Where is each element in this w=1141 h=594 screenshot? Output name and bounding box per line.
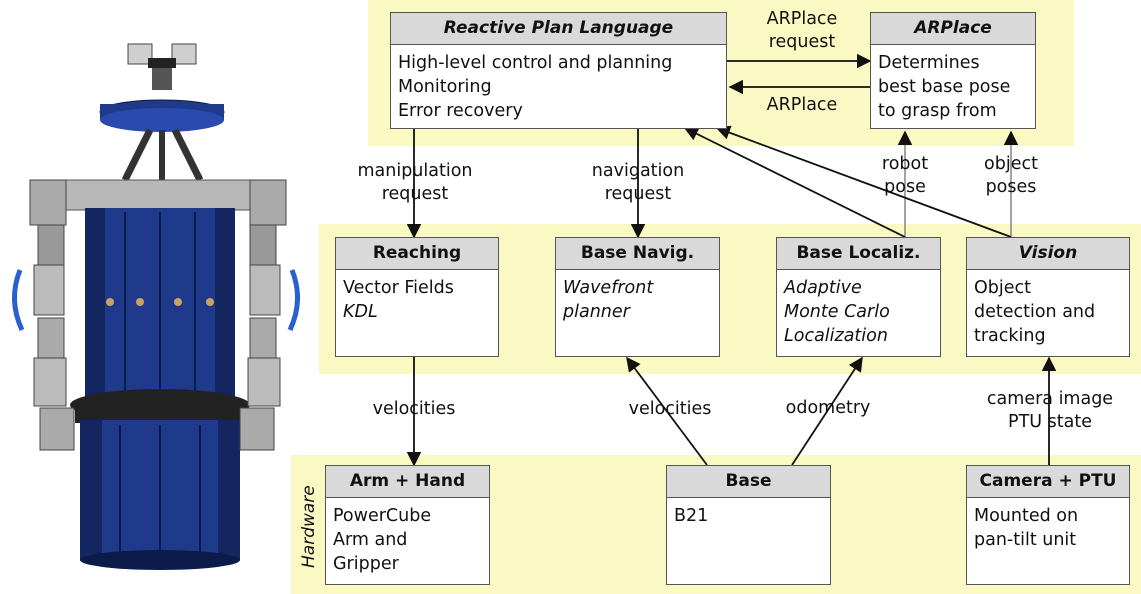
label-navigation-request: navigation request (591, 161, 685, 204)
label-manipulation-request: manipulation request (357, 161, 473, 204)
base-localiz-line: Monte Carlo (784, 302, 890, 322)
reaching-box: Reaching Vector Fields KDL (335, 237, 499, 357)
vision-line: tracking (974, 326, 1046, 346)
camera-ptu-box: Camera + PTU Mounted on pan-tilt unit (966, 465, 1130, 585)
rpl-line: High-level control and planning (398, 53, 673, 73)
arrow-velocities-base (626, 356, 708, 466)
arm-hand-line: Arm and (333, 530, 408, 550)
base-localiz-line: Localization (784, 326, 888, 346)
base-navig-line: planner (563, 302, 630, 322)
rpl-line: Error recovery (398, 101, 523, 121)
label-arplace-request: ARPlace request (766, 9, 838, 52)
arplace-title: ARPlace (871, 13, 1035, 45)
rpl-line: Monitoring (398, 77, 492, 97)
reaching-line: KDL (343, 302, 378, 322)
arplace-line: best base pose (878, 77, 1011, 97)
base-localiz-line: Adaptive (784, 278, 862, 298)
base-title: Base (667, 466, 830, 498)
camera-ptu-title: Camera + PTU (967, 466, 1129, 498)
arm-hand-line: Gripper (333, 554, 399, 574)
base-navig-title: Base Navig. (556, 238, 719, 270)
base-localiz-box: Base Localiz. Adaptive Monte Carlo Local… (776, 237, 941, 357)
vision-line: Object (974, 278, 1031, 298)
base-localiz-title: Base Localiz. (777, 238, 940, 270)
label-velocities-base: velocities (628, 399, 712, 419)
base-line: B21 (674, 506, 709, 526)
vision-box: Vision Object detection and tracking (966, 237, 1130, 357)
label-velocities-arm: velocities (372, 399, 456, 419)
label-camera-image: camera image PTU state (986, 389, 1114, 432)
camera-ptu-line: Mounted on (974, 506, 1079, 526)
arrow-localization-to-rpl (683, 127, 906, 238)
label-odometry: odometry (785, 398, 871, 418)
arrow-vision-to-rpl (715, 125, 1012, 238)
arplace-line: to grasp from (878, 101, 997, 121)
rpl-box: Reactive Plan Language High-level contro… (390, 12, 727, 129)
arplace-line: Determines (878, 53, 980, 73)
vision-title: Vision (967, 238, 1129, 270)
robot-image (12, 43, 300, 570)
label-arplace-reply: ARPlace (766, 95, 838, 115)
base-navig-box: Base Navig. Wavefront planner (555, 237, 720, 357)
label-object-poses: object poses (984, 154, 1038, 197)
arm-hand-title: Arm + Hand (326, 466, 489, 498)
reaching-line: Vector Fields (343, 278, 454, 298)
label-robot-pose: robot pose (881, 154, 929, 197)
arrow-odometry (791, 356, 863, 466)
arm-hand-line: PowerCube (333, 506, 432, 526)
rpl-title: Reactive Plan Language (391, 13, 726, 45)
camera-ptu-line: pan-tilt unit (974, 530, 1077, 550)
arplace-box: ARPlace Determines best base pose to gra… (870, 12, 1036, 129)
reaching-title: Reaching (336, 238, 498, 270)
arm-hand-box: Arm + Hand PowerCube Arm and Gripper (325, 465, 490, 585)
base-box: Base B21 (666, 465, 831, 585)
base-navig-line: Wavefront (563, 278, 654, 298)
vision-line: detection and (974, 302, 1096, 322)
